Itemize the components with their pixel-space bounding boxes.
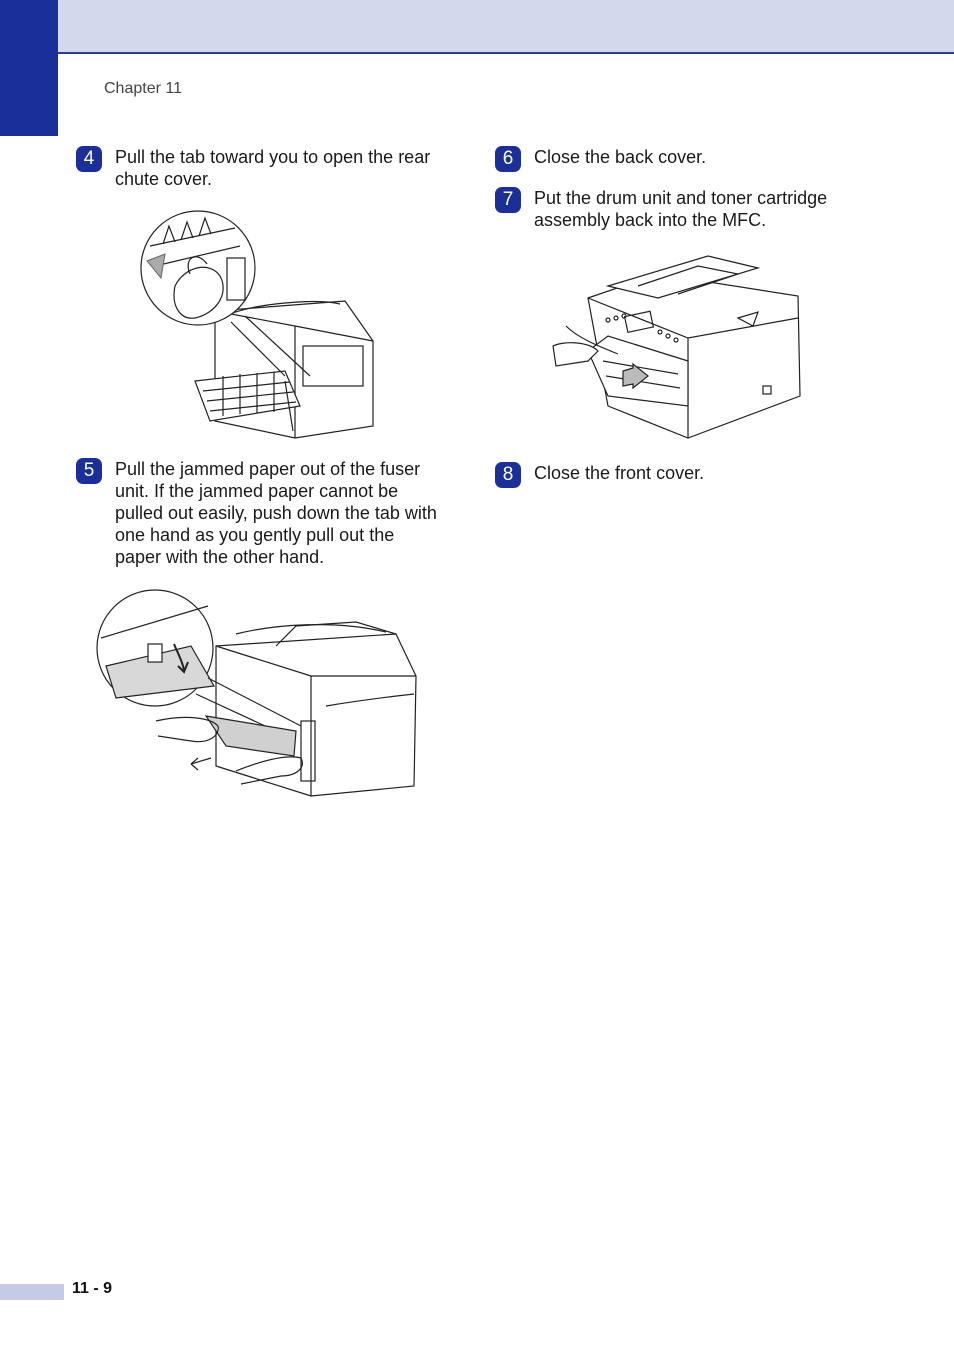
- step-number-badge: 4: [76, 146, 102, 172]
- step-number-badge: 5: [76, 458, 102, 484]
- step-6: 6 Close the back cover.: [495, 146, 865, 174]
- step-instruction: Put the drum unit and toner cartridge as…: [534, 188, 828, 230]
- step-instruction: Pull the tab toward you to open the rear…: [115, 147, 431, 189]
- footer-bar: [0, 1284, 64, 1300]
- header-band: [0, 0, 954, 54]
- step-8: 8 Close the front cover.: [495, 462, 865, 490]
- step-4: 4 Pull the tab toward you to open the re…: [76, 146, 446, 196]
- step-instruction: Close the back cover.: [534, 147, 707, 167]
- step-number-badge: 7: [495, 187, 521, 213]
- chapter-label: Chapter 11: [104, 80, 182, 97]
- step-instruction: Close the front cover.: [534, 463, 705, 483]
- figure-pull-jammed-paper: [96, 586, 420, 800]
- step-number-badge: 6: [495, 146, 521, 172]
- page-number: 11 - 9: [72, 1280, 113, 1297]
- step-5: 5 Pull the jammed paper out of the fuser…: [76, 458, 446, 573]
- figure-reinstall-drum-unit: [548, 246, 804, 442]
- chapter-tab-marker: [0, 0, 58, 136]
- step-instruction: Pull the jammed paper out of the fuser u…: [115, 459, 437, 567]
- step-7: 7 Put the drum unit and toner cartridge …: [495, 187, 865, 237]
- figure-open-rear-chute-cover: [135, 206, 380, 441]
- step-number-badge: 8: [495, 462, 521, 488]
